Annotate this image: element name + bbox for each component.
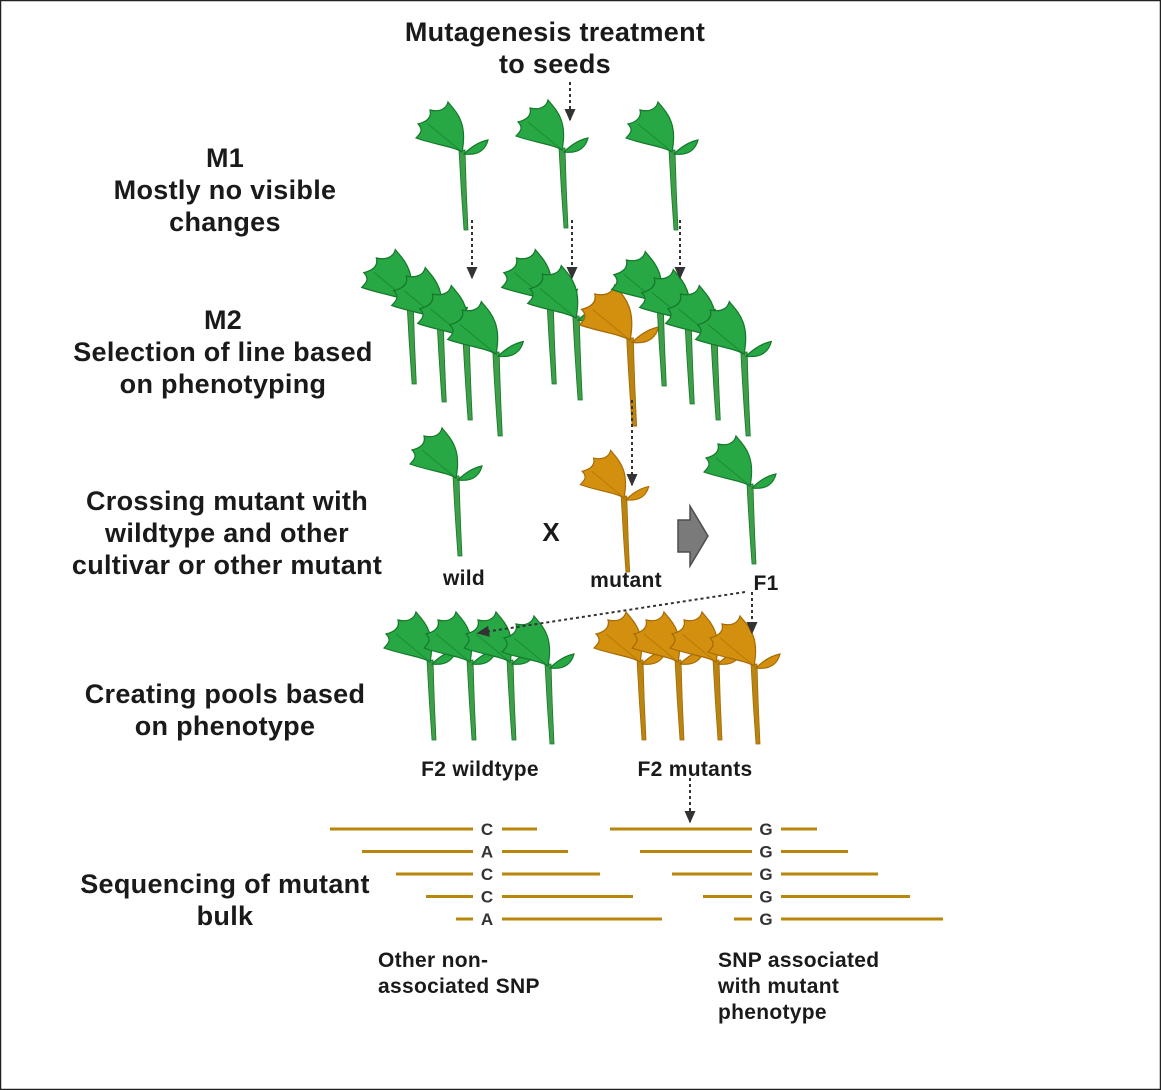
m1-line-2: changes [60,206,390,238]
non-associated-line-2: associated SNP [378,974,638,1000]
f2-wildtype-label: F2 wildtype [380,757,580,783]
m1-label: M1 Mostly no visible changes [60,142,390,238]
treatment-line-2: to seeds [355,48,755,80]
associated-snp-caption: SNP associated with mutant phenotype [718,948,978,1026]
m2-label: M2 Selection of line based on phenotypin… [18,304,428,400]
f1-label: F1 [736,571,796,597]
associated-line-2: with mutant [718,974,978,1000]
sequencing-line-1: Sequencing of mutant [25,868,425,900]
right-base-label: G [759,888,772,907]
right-base-label: G [759,843,772,862]
crossing-line-2: wildtype and other [22,517,432,549]
m1-line-1: Mostly no visible [60,174,390,206]
treatment-line-1: Mutagenesis treatment [355,16,755,48]
left-base-label: C [481,865,493,884]
m2-line-2: on phenotyping [18,368,428,400]
non-associated-snp-caption: Other non- associated SNP [378,948,638,1000]
associated-line-3: phenotype [718,1000,978,1026]
sequencing-label: Sequencing of mutant bulk [25,868,425,932]
m2-line-1: Selection of line based [18,336,428,368]
crossing-line-3: cultivar or other mutant [22,549,432,581]
cross-symbol: X [542,517,560,547]
pools-line-2: on phenotype [30,710,420,742]
f2-mutants-label: F2 mutants [605,757,785,783]
crossing-line-1: Crossing mutant with [22,485,432,517]
left-base-label: A [481,843,493,862]
pools-label: Creating pools based on phenotype [30,678,420,742]
right-base-label: G [759,865,772,884]
pools-line-1: Creating pools based [30,678,420,710]
crossing-label: Crossing mutant with wildtype and other … [22,485,432,581]
left-base-label: A [481,910,493,929]
mutant-label: mutant [566,568,686,594]
left-base-label: C [481,888,493,907]
treatment-label: Mutagenesis treatment to seeds [355,16,755,80]
m2-title: M2 [18,304,428,336]
right-base-label: G [759,910,772,929]
associated-line-1: SNP associated [718,948,978,974]
m1-title: M1 [60,142,390,174]
non-associated-line-1: Other non- [378,948,638,974]
right-base-label: G [759,820,772,839]
wild-label: wild [424,566,504,592]
sequencing-line-2: bulk [25,900,425,932]
left-base-label: C [481,820,493,839]
